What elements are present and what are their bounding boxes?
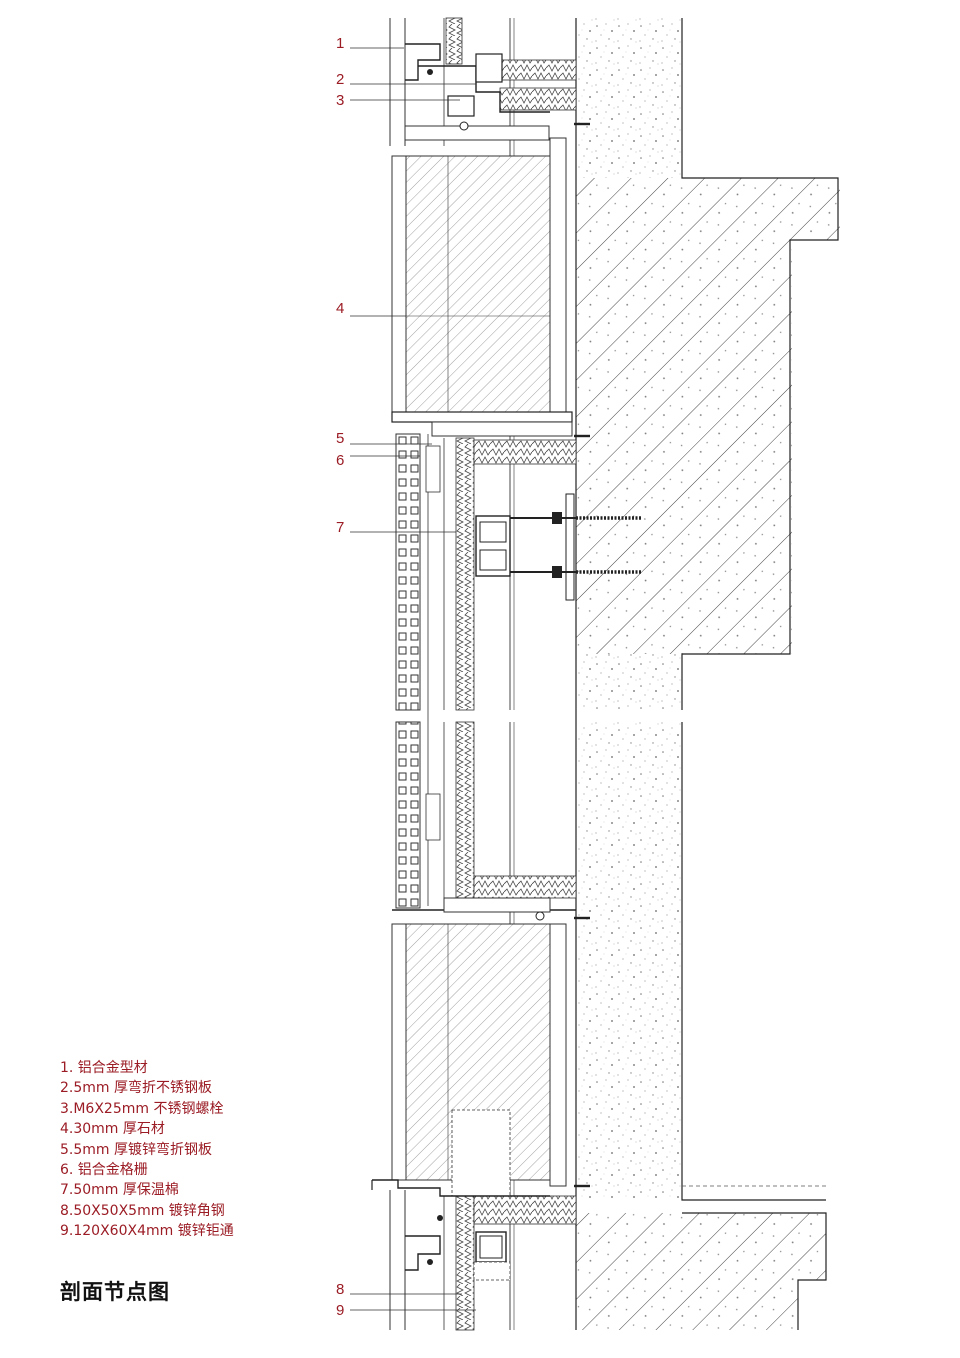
callout-3: 3 bbox=[336, 92, 460, 109]
callout-label-5: 5 bbox=[336, 430, 344, 447]
callout-2: 2 bbox=[336, 71, 476, 88]
legend-item: 8.50X50X5mm 镀锌角钢 bbox=[60, 1202, 225, 1219]
wall-anchors bbox=[574, 122, 590, 1188]
callout-5: 5 bbox=[336, 430, 432, 447]
concrete-wall bbox=[575, 18, 852, 1340]
callout-label-9: 9 bbox=[336, 1302, 344, 1319]
brackets bbox=[371, 43, 642, 1281]
legend-item: 9.120X60X4mm 镀锌钜通 bbox=[60, 1223, 234, 1240]
insulation-horizontal bbox=[473, 59, 577, 1225]
legend-item: 3.M6X25mm 不锈钢螺栓 bbox=[60, 1100, 224, 1117]
callout-label-4: 4 bbox=[336, 300, 344, 317]
callout-label-8: 8 bbox=[336, 1281, 344, 1298]
callout-label-6: 6 bbox=[336, 452, 344, 469]
callout-8: 8 bbox=[336, 1281, 462, 1298]
legend-item: 2.5mm 厚弯折不锈钢板 bbox=[60, 1080, 212, 1097]
callouts: 1 2 3 4 5 6 7 8 bbox=[336, 35, 476, 1319]
callout-label-3: 3 bbox=[336, 92, 344, 109]
callout-7: 7 bbox=[336, 519, 456, 536]
callout-label-2: 2 bbox=[336, 71, 344, 88]
callout-9: 9 bbox=[336, 1302, 476, 1319]
drawing-title: 剖面节点图 bbox=[60, 1280, 170, 1304]
legend-item: 4.30mm 厚石材 bbox=[60, 1121, 165, 1138]
legend-item: 1. 铝合金型材 bbox=[60, 1060, 148, 1076]
callout-6: 6 bbox=[336, 452, 420, 469]
legend-item: 6. 铝合金格栅 bbox=[60, 1162, 148, 1179]
callout-4: 4 bbox=[336, 300, 406, 317]
legend-item: 7.50mm 厚保温棉 bbox=[60, 1182, 179, 1199]
aluminium-grille bbox=[395, 433, 441, 909]
callout-label-7: 7 bbox=[336, 519, 344, 536]
callout-1: 1 bbox=[336, 35, 404, 52]
callout-label-1: 1 bbox=[336, 35, 344, 52]
insulation-strips bbox=[443, 17, 475, 1331]
stone-panels bbox=[391, 137, 567, 1197]
materials-legend: 1. 铝合金型材 2.5mm 厚弯折不锈钢板 3.M6X25mm 不锈钢螺栓 4… bbox=[60, 1058, 234, 1242]
legend-item: 5.5mm 厚镀锌弯折钢板 bbox=[60, 1141, 212, 1158]
